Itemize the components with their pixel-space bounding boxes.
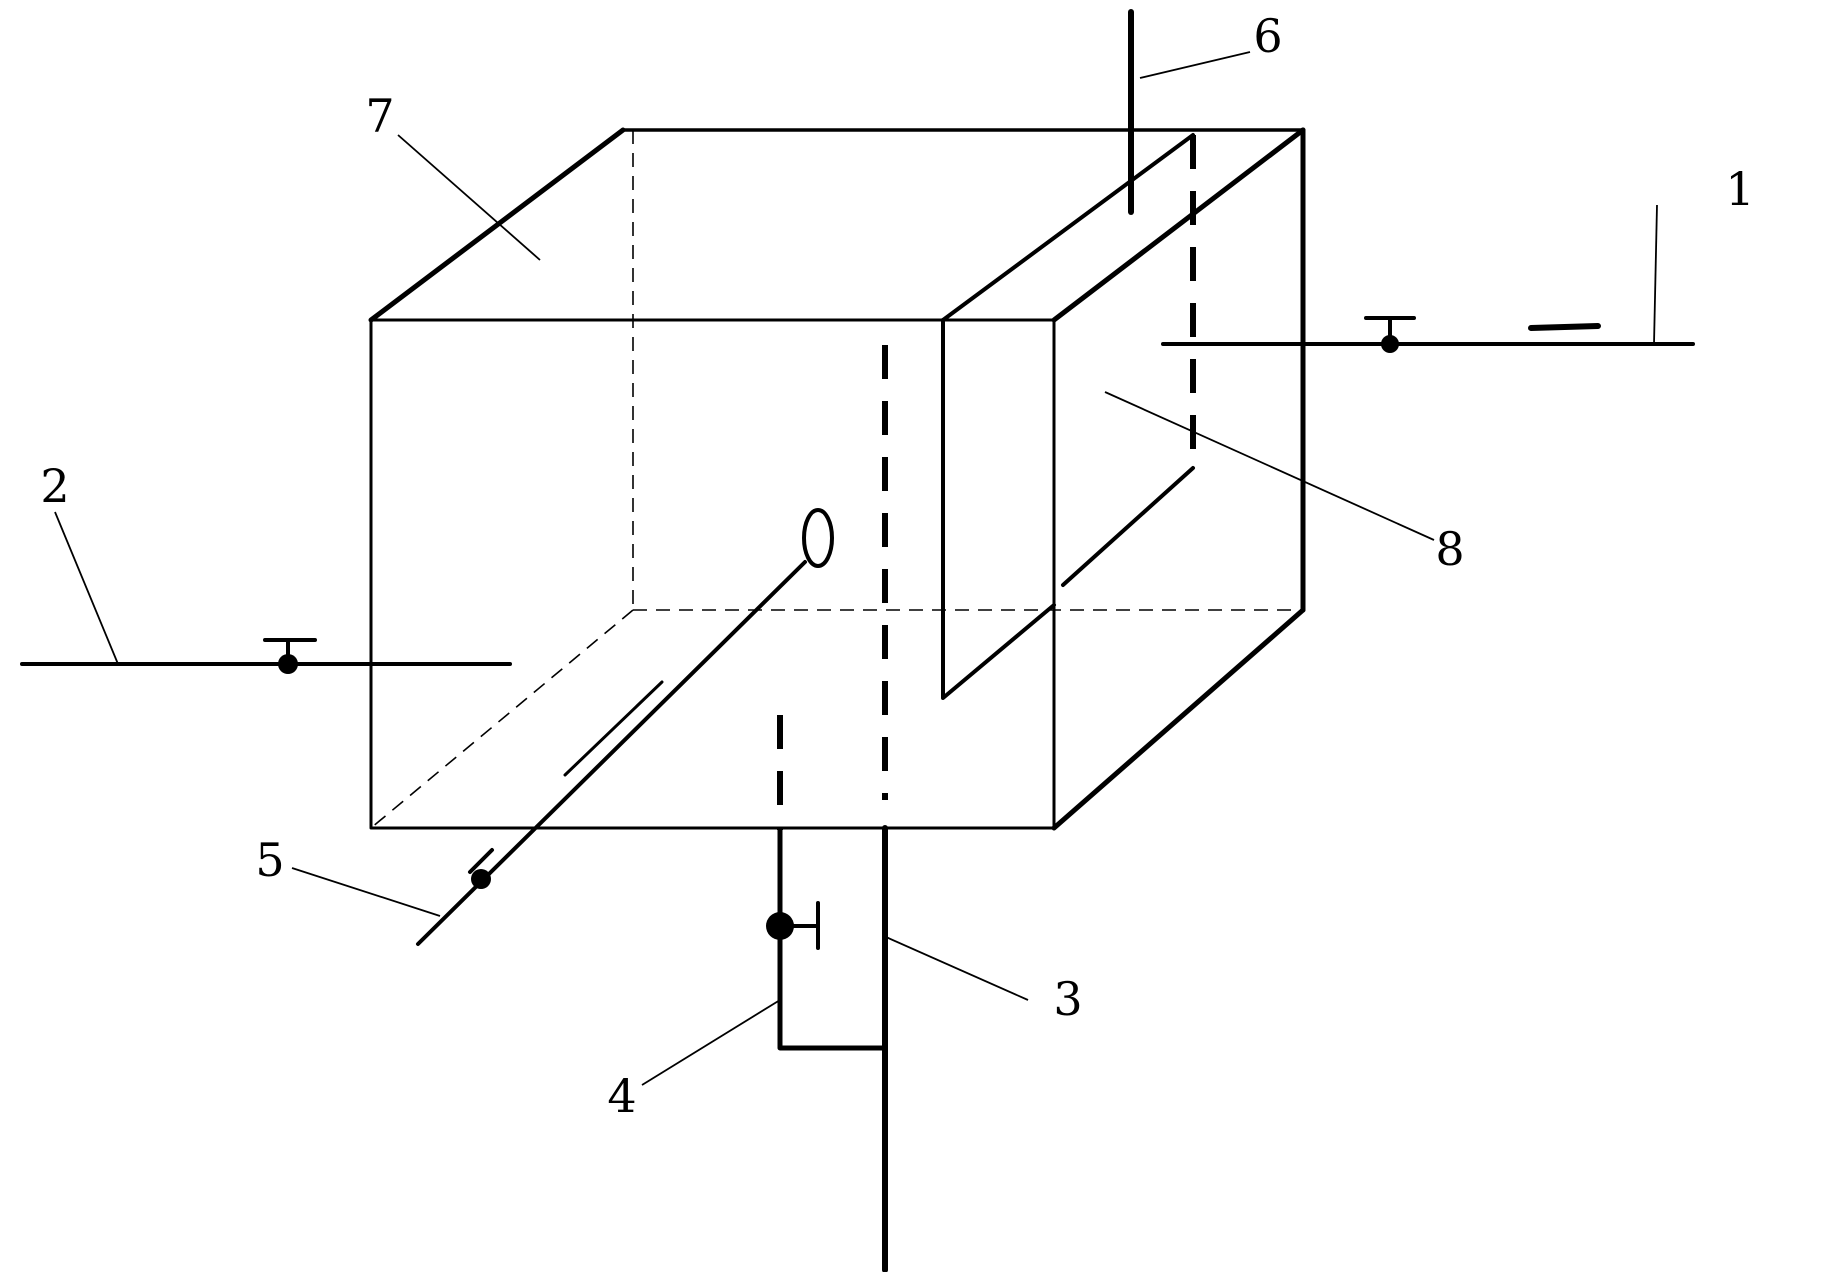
label-top-rod: 6: [1253, 9, 1282, 63]
internal-partitions: [777, 345, 888, 830]
label-bottom-pipe: 5: [255, 833, 284, 887]
outlet-pipe: [20, 638, 512, 674]
label-tank-body: 7: [365, 89, 394, 143]
tank-box: [368, 127, 1306, 831]
label-baffle-plate: 8: [1435, 522, 1464, 576]
label-inlet-pipe: 1: [1725, 162, 1754, 216]
bypass-pipe: [766, 827, 888, 1051]
leader-lines: [54, 51, 1658, 1086]
bottom-pipe: [416, 508, 834, 946]
label-drain-pipe: 3: [1053, 972, 1082, 1026]
hidden-edges: [370, 130, 1303, 829]
callout-labels: 1 2 3 4 5 6 7 8: [40, 9, 1754, 1123]
inlet-valve-icon: [1381, 335, 1399, 353]
label-outlet-pipe: 2: [40, 459, 69, 513]
label-bypass-pipe: 4: [607, 1069, 636, 1123]
nozzle-icon: [802, 508, 834, 568]
bypass-valve-icon: [766, 912, 794, 940]
inlet-pipe: [1161, 316, 1695, 353]
outlet-valve-icon: [278, 654, 298, 674]
bottom-valve-icon: [471, 869, 491, 889]
baffle-plate: [941, 133, 1196, 700]
